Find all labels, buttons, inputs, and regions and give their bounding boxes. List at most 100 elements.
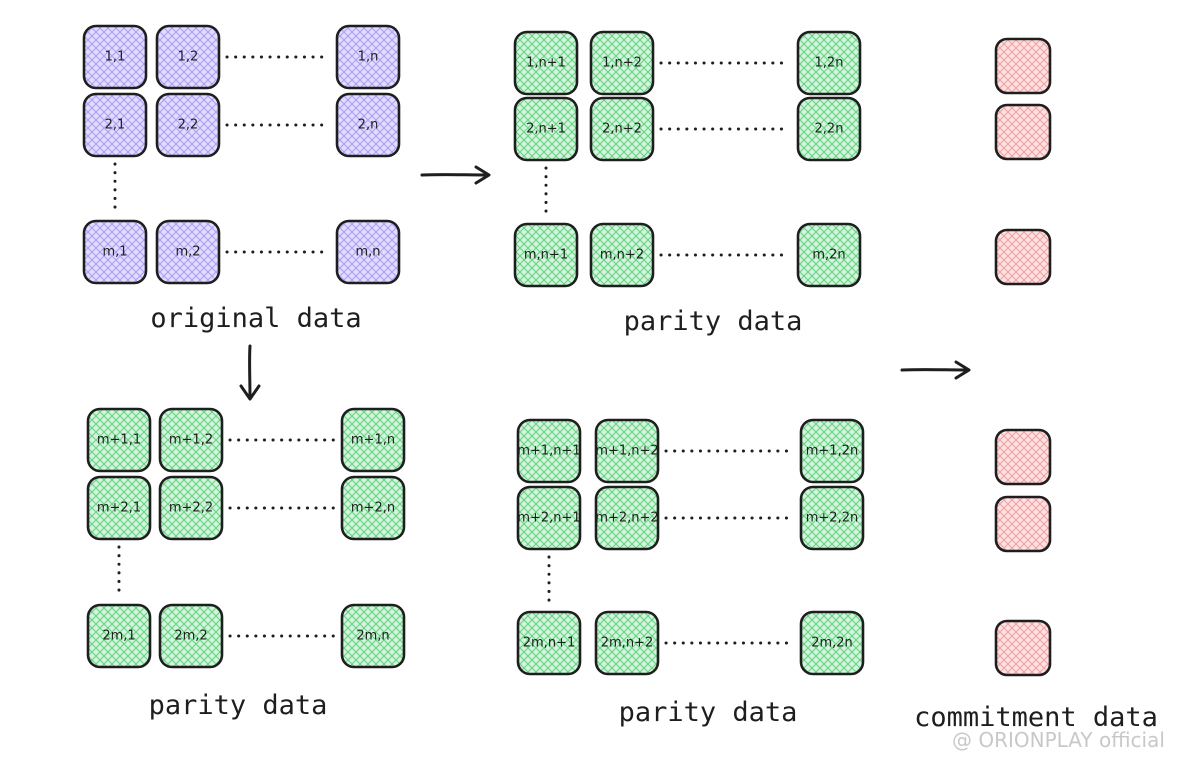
data-cell: m,n (335, 219, 401, 285)
data-cell: m+1,1 (86, 407, 152, 473)
caption-commitment-data: commitment data (914, 702, 1158, 733)
data-cell: 2,2 (155, 92, 221, 158)
cell-label: 1,n+1 (526, 56, 566, 71)
cell-box (513, 96, 579, 162)
cell-box (86, 603, 152, 669)
cell-label: 2m,2 (174, 629, 207, 644)
cell-box (335, 219, 401, 285)
data-cell: 2,n+1 (513, 96, 579, 162)
cell-label: m+1,n (351, 433, 395, 448)
cell-box (340, 407, 406, 473)
data-cell: m,2 (155, 219, 221, 285)
cell-box (158, 407, 224, 473)
data-cell: m+2,n+1 (516, 485, 582, 551)
cell-box (516, 418, 582, 484)
cell-label: 2,n (358, 118, 379, 133)
cell-label: 2,2n (815, 122, 844, 137)
data-cell: m+1,n+1 (516, 418, 582, 484)
cell-label: 2m,n (356, 629, 389, 644)
data-cell: 1,1 (82, 24, 148, 90)
cell-box (155, 219, 221, 285)
parity-data-block-top-right: 1,n+1 1,n+2 1,2n 2,n+1 2,n+2 2,2n m,n+1 m,n+2 m,… (513, 30, 862, 288)
cell-box (513, 30, 579, 96)
data-cell: 2m,2 (158, 603, 224, 669)
data-cell: m+2,2n (799, 485, 865, 551)
cell-box (594, 610, 660, 676)
cell-label: 1,n+2 (602, 56, 642, 71)
commitment-cell (994, 619, 1052, 677)
cell-box (340, 603, 406, 669)
cell-label: 2,1 (105, 118, 126, 133)
data-cell: 2m,1 (86, 603, 152, 669)
cell-box (594, 418, 660, 484)
cell-box (155, 24, 221, 90)
caption-parity-data-bottom-left: parity data (149, 690, 328, 721)
cell-label: 2m,n+2 (601, 636, 653, 651)
cell-box (796, 30, 862, 96)
data-cell: m,n+2 (589, 222, 655, 288)
cell-label: 2,n+1 (526, 122, 566, 137)
original-data-block: 1,1 1,2 1,n 2,1 2,2 2,n m,1 m,2 m,n (82, 24, 401, 285)
cell-label: 2m,2n (811, 636, 853, 651)
data-cell: 2m,2n (799, 610, 865, 676)
cell-box (796, 96, 862, 162)
cell-label: 1,2n (815, 56, 844, 71)
cell-label: 1,n (358, 50, 379, 65)
cell-label: 1,1 (105, 50, 126, 65)
data-cell: 2m,n (340, 603, 406, 669)
cell-box (589, 222, 655, 288)
caption-original-data: original data (150, 303, 361, 334)
data-cell: m+2,2 (158, 475, 224, 541)
data-cell: m+1,2n (799, 418, 865, 484)
cell-label: 1,2 (178, 50, 199, 65)
cell-label: m+1,2n (806, 444, 858, 459)
data-cell: m,2n (796, 222, 862, 288)
cell-box (335, 24, 401, 90)
commitment-data-column (994, 37, 1052, 677)
cell-label: m+2,1 (97, 501, 141, 516)
cell-label: 2,n+2 (602, 122, 642, 137)
cell-label: m+2,2n (806, 511, 858, 526)
data-cell: 1,n+1 (513, 30, 579, 96)
commitment-cell (994, 37, 1052, 95)
cell-label: m+2,n+2 (595, 511, 658, 526)
commitment-cell (994, 495, 1052, 553)
cell-label: m+1,n+2 (595, 444, 658, 459)
data-cell: 2,n (335, 92, 401, 158)
cell-label: m,n+2 (600, 248, 644, 263)
cell-box (335, 92, 401, 158)
data-cell: m,n+1 (513, 222, 579, 288)
cell-box (158, 475, 224, 541)
arrow-right-to-parity (420, 165, 491, 185)
data-cell: 1,n (335, 24, 401, 90)
cell-box (516, 610, 582, 676)
data-cell: m+1,n+2 (594, 418, 660, 484)
cell-label: m,1 (102, 245, 127, 260)
data-cell: 2,1 (82, 92, 148, 158)
watermark: @ ORIONPLAY official (952, 728, 1165, 752)
cell-box (589, 96, 655, 162)
caption-parity-data-bottom-right: parity data (619, 697, 798, 728)
cell-box (86, 475, 152, 541)
cell-box (589, 30, 655, 96)
cell-box (82, 219, 148, 285)
data-cell: 1,2 (155, 24, 221, 90)
caption-parity-data-top-right: parity data (624, 306, 803, 337)
commitment-cell (994, 428, 1052, 486)
cell-label: m,n+1 (524, 248, 568, 263)
cell-box (158, 603, 224, 669)
commitment-cell (994, 228, 1052, 286)
cell-label: 2,2 (178, 118, 199, 133)
commitment-cell (994, 103, 1052, 161)
cell-box (516, 485, 582, 551)
cell-label: m,2n (812, 248, 845, 263)
parity-data-block-bottom-right: m+1,n+1 m+1,n+2 m+1,2n m+2,n+1 m+2,n+2 m+2,2n… (516, 418, 865, 676)
data-cell: m+2,n+2 (594, 485, 660, 551)
data-cell: m+1,2 (158, 407, 224, 473)
arrow-right-to-commitment (900, 360, 971, 380)
cell-box (799, 610, 865, 676)
data-cell: 2,2n (796, 96, 862, 162)
cell-box (86, 407, 152, 473)
cell-label: m,2 (175, 245, 200, 260)
